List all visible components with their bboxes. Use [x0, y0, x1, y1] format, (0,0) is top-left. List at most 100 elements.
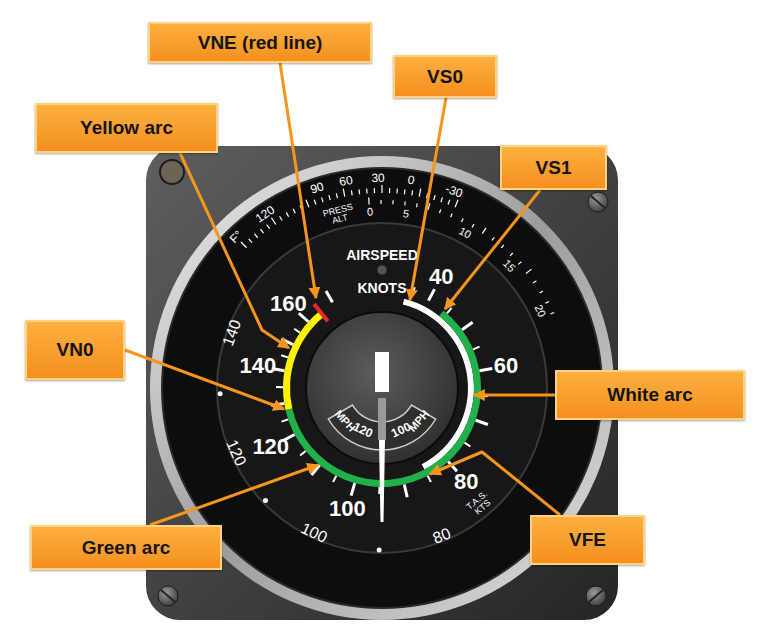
altitude-tick	[482, 228, 486, 234]
altitude-tick	[392, 200, 393, 204]
callout-box: Green arc	[30, 525, 222, 570]
temperature-tick	[249, 239, 252, 243]
callout-box: VN0	[25, 320, 125, 380]
dial-markings	[218, 185, 555, 552]
leader-line	[474, 394, 555, 397]
callout-box: VNE (red line)	[148, 22, 372, 63]
temperature-tick	[255, 234, 258, 238]
speed-tick	[476, 420, 488, 424]
mounting-screw	[586, 586, 606, 606]
temperature-tick	[241, 242, 247, 248]
airspeed-number: 140	[240, 355, 277, 377]
temperature-tick	[396, 189, 398, 194]
speed-tick	[447, 308, 452, 313]
altitude-tick	[526, 269, 531, 273]
altitude-number: 0	[366, 207, 373, 218]
mounting-screw	[588, 192, 608, 212]
altitude-tick	[416, 203, 418, 207]
altitude-tick	[404, 201, 406, 205]
speed-tick	[428, 476, 431, 482]
callout-text: White arc	[607, 384, 693, 406]
temperature-tick	[455, 200, 458, 207]
speed-tick	[473, 347, 479, 350]
speed-tick	[276, 386, 283, 388]
airspeed-number: 40	[429, 266, 453, 288]
temperature-tick	[419, 189, 421, 197]
altitude-tick	[510, 253, 513, 256]
speed-tick	[326, 291, 333, 302]
screw-slot	[161, 590, 175, 602]
temperature-tick	[381, 185, 382, 193]
temperature-tick	[374, 188, 375, 193]
callout-box: Yellow arc	[35, 103, 218, 153]
temperature-tick	[261, 229, 264, 233]
altitude-tick	[501, 245, 504, 248]
airspeed-number: 80	[454, 471, 478, 493]
tas-dot	[218, 391, 223, 396]
airspeed-number: 120	[252, 436, 289, 458]
yellow-arc	[283, 311, 324, 410]
speed-tick	[300, 451, 305, 455]
airspeed-number: 160	[270, 293, 307, 315]
speed-tick	[333, 476, 336, 482]
temperature-number: 30	[372, 172, 386, 184]
speed-tick	[479, 369, 492, 371]
unit-label: KNOTS	[358, 281, 407, 295]
altitude-tick	[439, 209, 440, 213]
temperature-tick	[441, 197, 443, 202]
temperature-tick	[286, 212, 288, 216]
tas-dot	[377, 547, 382, 552]
callout-text: VN0	[57, 339, 94, 361]
temperature-tick	[271, 218, 275, 225]
callout-box: VFE	[530, 515, 645, 565]
speed-tick	[351, 483, 355, 495]
leader-line	[280, 63, 316, 298]
needle-counterweight	[375, 352, 389, 392]
leader-line	[430, 452, 560, 515]
temperature-tick	[343, 189, 345, 197]
callout-text: VS1	[536, 157, 572, 179]
airspeed-number: 100	[329, 498, 366, 520]
screw-slot	[589, 590, 603, 602]
temperature-number: 60	[338, 174, 353, 188]
temperature-tick	[404, 189, 406, 194]
temperature-tick	[366, 189, 368, 194]
temperature-tick	[293, 209, 295, 213]
needle-base	[378, 398, 386, 440]
altitude-tick	[472, 224, 474, 227]
speed-tick	[281, 419, 288, 421]
altitude-tick	[550, 312, 554, 314]
callout-text: Yellow arc	[80, 117, 173, 139]
callout-text: VFE	[569, 529, 606, 551]
temperature-tick	[389, 188, 390, 193]
altitude-tick	[545, 301, 549, 303]
leader-line	[180, 153, 289, 348]
callout-box: VS1	[500, 145, 607, 190]
altitude-tick	[462, 218, 464, 222]
callout-box: VS0	[393, 55, 497, 98]
speed-tick	[294, 329, 300, 333]
callout-text: VNE (red line)	[198, 32, 323, 54]
temperature-tick	[267, 225, 270, 229]
speed-tick	[465, 443, 471, 447]
temperature-tick	[336, 193, 337, 198]
dial-face	[217, 223, 547, 553]
altitude-tick	[492, 237, 494, 240]
leader-line	[445, 190, 540, 309]
temperature-tick	[448, 200, 450, 205]
callout-text: Green arc	[82, 537, 171, 559]
altitude-tick	[518, 262, 521, 265]
callout-box: White arc	[555, 370, 745, 420]
temperature-tick	[329, 195, 330, 200]
mounting-hole	[160, 160, 184, 184]
dial-title: AIRSPEED	[346, 248, 418, 262]
speed-tick	[462, 322, 473, 330]
altitude-tick	[451, 214, 452, 218]
speed-tick	[428, 289, 434, 300]
speed-tick	[281, 355, 288, 357]
temperature-tick	[434, 195, 435, 200]
face-screw	[377, 265, 387, 275]
temperature-tick	[358, 189, 360, 194]
tas-dot	[263, 498, 268, 503]
altitude-tick	[380, 200, 381, 204]
